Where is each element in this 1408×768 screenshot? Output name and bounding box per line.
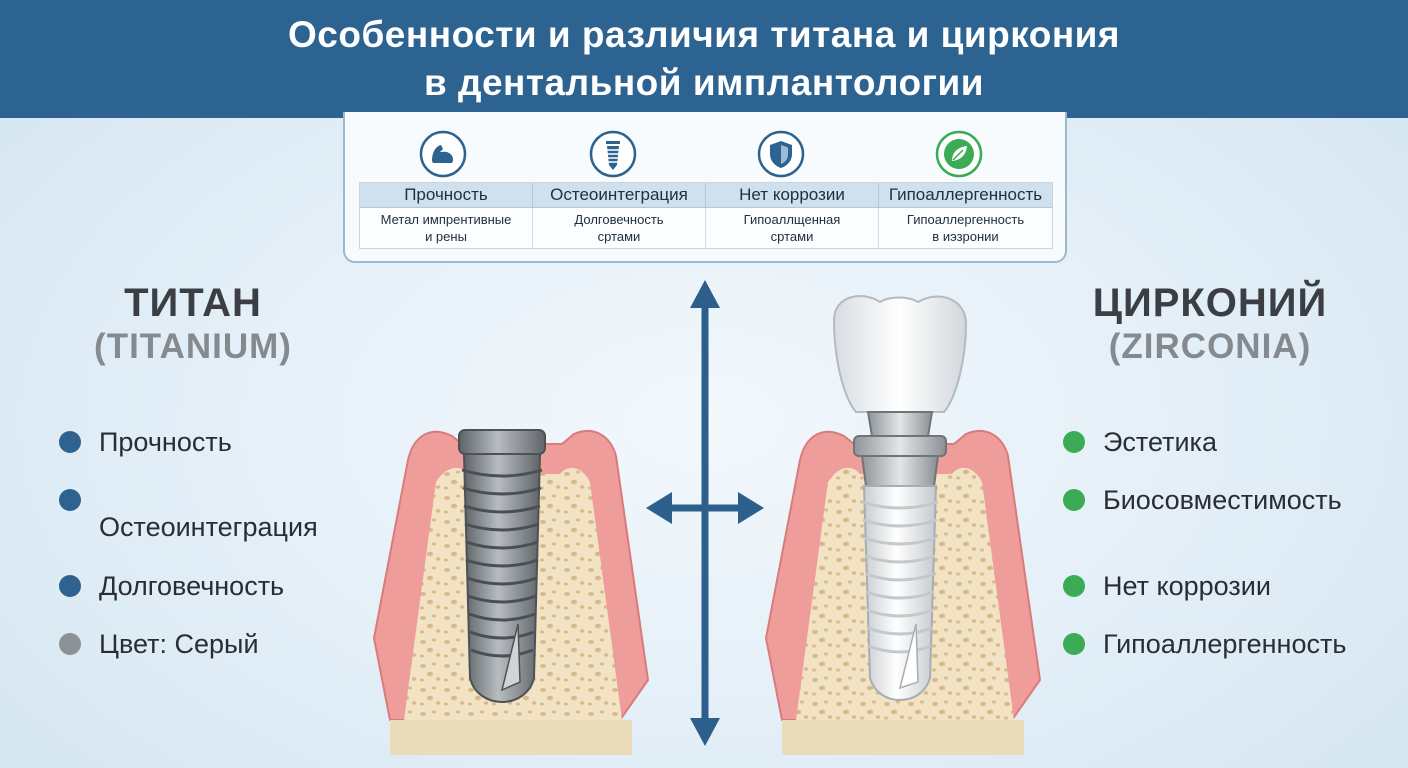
feature-bullet — [59, 431, 81, 453]
zirconia-feature: Нет коррозии — [1103, 571, 1271, 601]
zirconia-implant-illustration — [764, 295, 1042, 755]
titanium-implant-illustration — [372, 429, 650, 755]
feature-bullet — [59, 489, 81, 511]
zirconia-title: ЦИРКОНИЙ — [1092, 281, 1328, 325]
feature-bullet — [1063, 489, 1085, 511]
implant-screw-icon — [589, 130, 637, 178]
page-title-line-1: Особенности и различия титана и циркония — [287, 14, 1121, 55]
flexed-arm-icon — [419, 130, 467, 178]
titanium-subtitle: (TITANIUM) — [94, 327, 292, 366]
titanium-feature: Прочность — [99, 427, 232, 457]
titanium-heading: ТИТАН (TITANIUM) — [88, 280, 298, 368]
feature-bullet — [59, 633, 81, 655]
comparison-arrows — [646, 280, 764, 746]
feature-bullet — [1063, 633, 1085, 655]
zirconia-feature: Биосовместимость — [1103, 485, 1342, 515]
feature-bullet — [1063, 575, 1085, 597]
zirconia-feature: Эстетика — [1103, 427, 1217, 457]
zirconia-subtitle: (ZIRCONIA) — [1108, 327, 1312, 366]
zirconia-heading: ЦИРКОНИЙ (ZIRCONIA) — [1085, 280, 1335, 368]
zirconia-feature: Гипоаллергенность — [1103, 629, 1347, 659]
title-banner: Особенности и различия титана и циркония… — [0, 0, 1408, 118]
table-header-cell: Гипоаллергенность — [879, 183, 1052, 208]
table-header-cell: Прочность — [360, 183, 533, 208]
page-title-line-2: в дентальной имплантологии — [423, 62, 985, 103]
feature-bullet — [1063, 431, 1085, 453]
comparison-panel: Прочность Остеоинтеграция Нет коррозии Г… — [343, 112, 1067, 263]
shield-icon — [757, 130, 805, 178]
titanium-feature: Долговечность — [99, 571, 285, 601]
titanium-title: ТИТАН — [124, 281, 262, 325]
titanium-feature: Остеоинтеграция — [99, 512, 318, 542]
comparison-table: Прочность Остеоинтеграция Нет коррозии Г… — [359, 182, 1053, 249]
table-header-cell: Нет коррозии — [706, 183, 879, 208]
leaf-icon — [935, 130, 983, 178]
feature-bullet — [59, 575, 81, 597]
titanium-feature: Цвет: Серый — [99, 629, 259, 659]
table-header-cell: Остеоинтеграция — [533, 183, 706, 208]
